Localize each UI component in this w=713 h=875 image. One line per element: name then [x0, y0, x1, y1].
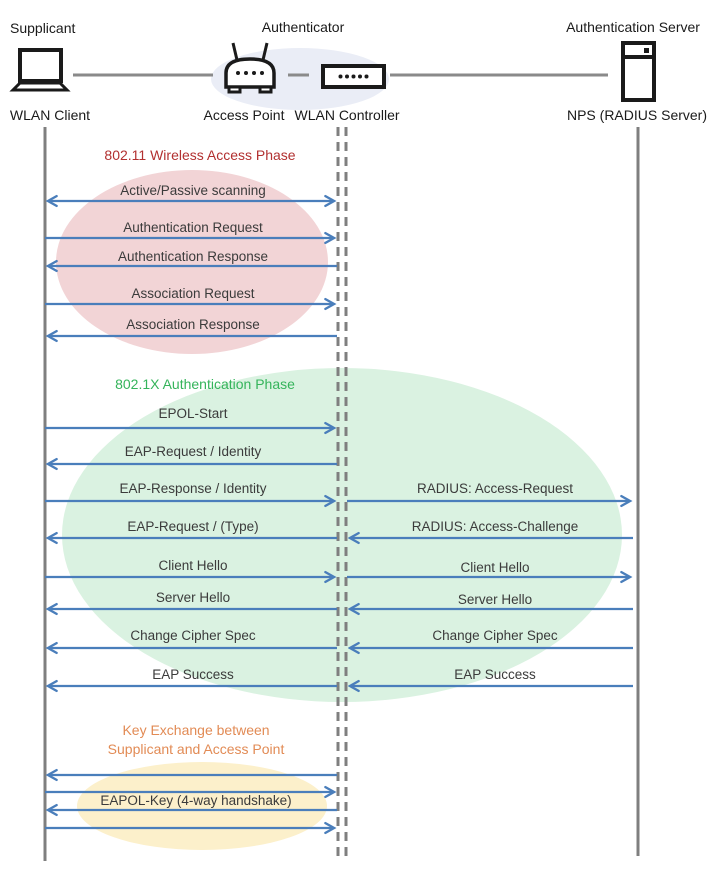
msg-server-hello-left: Server Hello [155, 590, 231, 605]
msg-active-passive-scanning: Active/Passive scanning [120, 183, 266, 198]
phase3-title-line2: Supplicant and Access Point [107, 741, 285, 757]
phase3-title-line1: Key Exchange between [122, 722, 270, 738]
authenticator-role-label: Authenticator [261, 19, 345, 35]
msg-association-request: Association Request [131, 286, 255, 301]
msg-eap-request-identity: EAP-Request / Identity [124, 444, 262, 459]
msg-client-hello-left: Client Hello [158, 558, 228, 573]
nps-radius-server-label: NPS (RADIUS Server) [566, 107, 708, 123]
phase1-title: 802.11 Wireless Access Phase [104, 147, 296, 163]
msg-client-hello-right: Client Hello [460, 560, 530, 575]
msg-authentication-response: Authentication Response [117, 249, 269, 264]
wlan-controller-icon [321, 64, 386, 89]
msg-eap-success-left: EAP Success [152, 667, 234, 682]
msg-eap-success-right: EAP Success [454, 667, 536, 682]
wlan-client-label: WLAN Client [9, 107, 91, 123]
msg-change-cipher-spec-left: Change Cipher Spec [130, 628, 256, 643]
msg-authentication-request: Authentication Request [123, 220, 263, 235]
msg-eapol-key: EAPOL-Key (4-way handshake) [100, 793, 292, 808]
phase2-ellipse [62, 368, 622, 702]
msg-eap-request-type: EAP-Request / (Type) [127, 519, 259, 534]
auth-server-role-label: Authentication Server [566, 19, 700, 35]
msg-change-cipher-spec-right: Change Cipher Spec [432, 628, 558, 643]
phase2-title: 802.1X Authentication Phase [115, 376, 295, 392]
server-icon [621, 41, 656, 102]
msg-epol-start: EPOL-Start [158, 406, 228, 421]
msg-association-response: Association Response [126, 317, 260, 332]
msg-radius-access-request: RADIUS: Access-Request [416, 481, 574, 496]
msg-radius-access-challenge: RADIUS: Access-Challenge [411, 519, 579, 534]
phase1-ellipse [56, 170, 328, 354]
access-point-label: Access Point [203, 107, 285, 123]
msg-eap-response-identity: EAP-Response / Identity [119, 481, 267, 496]
laptop-icon [9, 48, 71, 92]
msg-server-hello-right: Server Hello [457, 592, 533, 607]
access-point-icon [224, 42, 276, 94]
wlan-controller-label: WLAN Controller [294, 107, 400, 123]
supplicant-role-label: Supplicant [10, 20, 76, 36]
